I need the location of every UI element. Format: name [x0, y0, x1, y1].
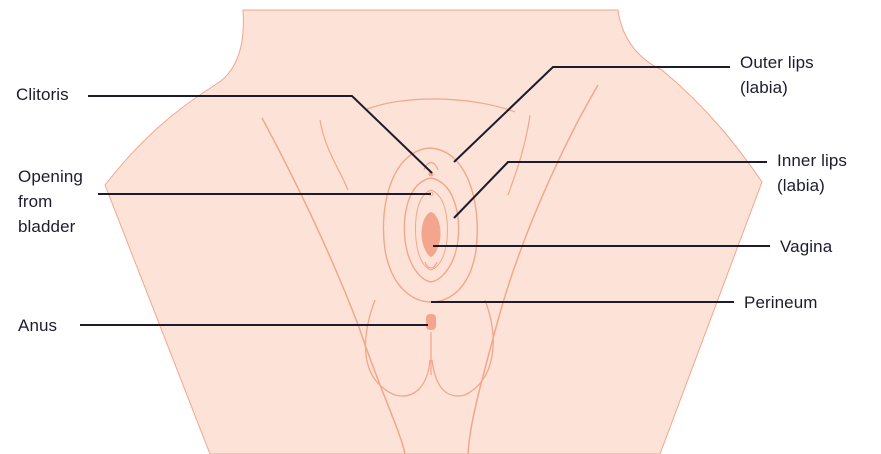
anus-mark [426, 314, 436, 330]
vagina-label: Vagina [780, 234, 832, 259]
anus-label: Anus [18, 313, 57, 338]
bladder-opening-label: Opening from bladder [18, 164, 83, 239]
perineum-label: Perineum [744, 290, 818, 315]
clitoris-label: Clitoris [16, 82, 69, 107]
outer-lips-label: Outer lips (labia) [740, 50, 814, 100]
inner-lips-label: Inner lips (labia) [777, 148, 847, 198]
